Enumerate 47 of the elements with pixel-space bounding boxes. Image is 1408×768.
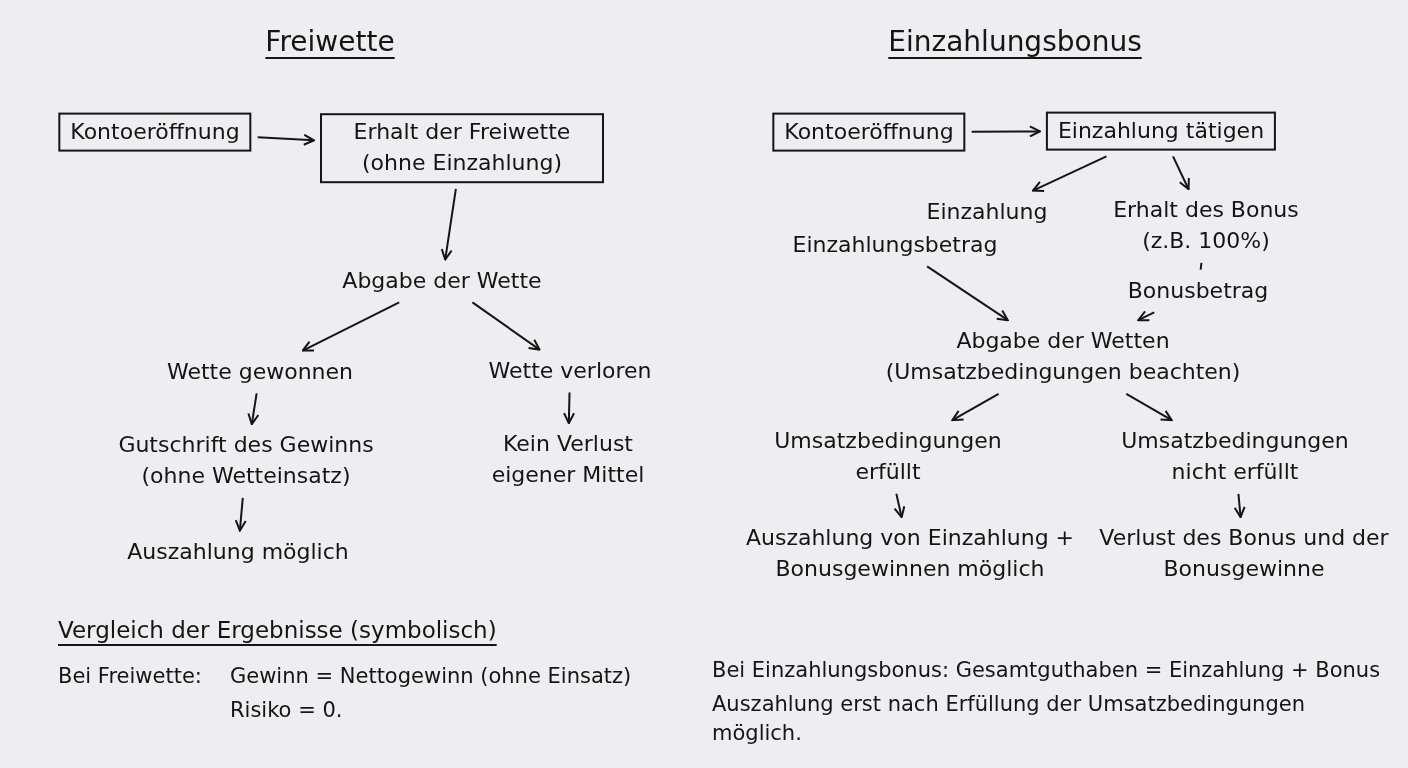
box-text: Kontoeröffnung <box>784 117 954 146</box>
box-text: Kontoeröffnung <box>70 117 240 146</box>
process-box <box>320 113 604 183</box>
arrow <box>893 492 906 519</box>
heading: Einzahlungsbonus <box>888 24 1142 60</box>
arrow <box>951 392 1000 422</box>
step-text: Auszahlung von Einzahlung + Bonusgewinnen möglich <box>740 523 1080 585</box>
step-text: Umsatzbedingungen erfüllt <box>758 426 1018 488</box>
step-text: Umsatzbedingungen nicht erfüllt <box>1105 426 1365 488</box>
arrow <box>301 301 401 352</box>
step-text: Abgabe der Wetten (Umsatzbedingungen beachten) <box>863 326 1263 388</box>
process-box <box>58 112 252 152</box>
arrow <box>926 265 1009 322</box>
step-text: Abgabe der Wette <box>342 265 542 297</box>
step-text: Verlust des Bonus und der Bonusgewinne <box>1099 523 1389 585</box>
arrow <box>440 187 457 261</box>
arrow <box>471 301 541 351</box>
arrow <box>256 133 315 146</box>
box-text: Einzahlung tätigen <box>1057 116 1265 145</box>
note-text: Bei Einzahlungsbonus: Gesamtguthaben = Einzahlung + Bonus <box>712 657 1381 684</box>
note-text: Auszahlung erst nach Erfüllung der Umsatzbedingungen möglich. <box>712 691 1306 748</box>
step-text: Wette gewonnen <box>166 356 354 388</box>
note-text: Bei Freiwette: <box>58 663 202 690</box>
step-text: Erhalt des Bonus (z.B. 100%) <box>1091 195 1321 257</box>
step-text: Einzahlung <box>926 196 1048 228</box>
arrow <box>1233 492 1246 519</box>
arrow <box>1137 310 1156 322</box>
heading: Vergleich der Ergebnisse (symbolisch) <box>58 616 497 645</box>
arrow <box>247 392 260 426</box>
step-text: Einzahlungsbetrag <box>792 229 998 261</box>
note-text: Gewinn = Nettogewinn (ohne Einsatz) <box>230 663 632 690</box>
step-text: Auszahlung möglich <box>127 536 349 568</box>
step-text: Kein Verlust eigener Mittel <box>468 429 668 491</box>
arrow <box>1125 392 1173 422</box>
step-text: Wette verloren <box>488 355 652 387</box>
arrow <box>1031 155 1108 192</box>
arrow <box>234 496 247 532</box>
arrow <box>1172 155 1190 191</box>
note-text: Risiko = 0. <box>230 697 343 724</box>
step-text: Bonusbetrag <box>1127 275 1269 307</box>
process-box <box>772 112 966 152</box>
step-text: Gutschrift des Gewinns (ohne Wetteinsatz) <box>96 430 396 492</box>
arrow <box>563 391 576 425</box>
arrow <box>970 125 1041 138</box>
box-text: Erhalt der Freiwette (ohne Einzahlung) <box>352 118 572 177</box>
heading: Freiwette <box>265 24 395 60</box>
process-box <box>1045 111 1277 151</box>
